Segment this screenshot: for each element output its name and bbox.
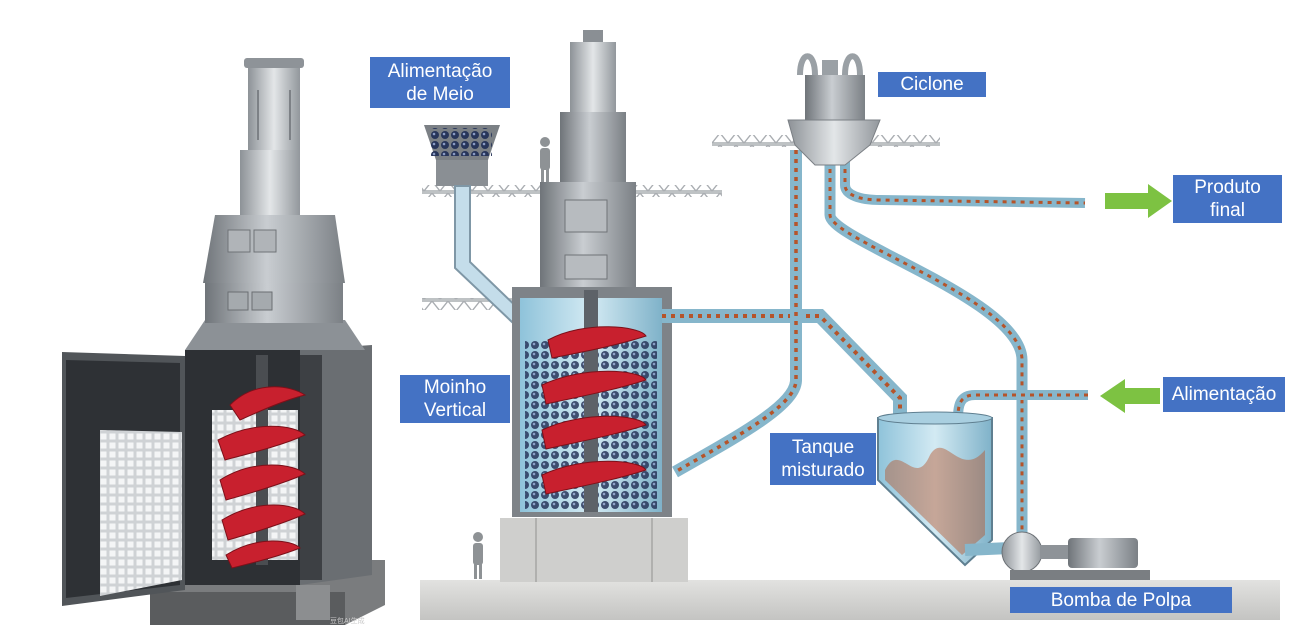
media-feed-hopper [424,125,527,324]
spiral-shaft [256,355,268,565]
mill-motor [248,62,300,150]
slurry-pump [964,531,1150,580]
arrow-feed-in [1100,379,1160,413]
slurry-pipes [662,150,1088,535]
liner-grid-left [100,430,182,596]
label-vertical-mill: Moinho Vertical [400,375,510,423]
flow-arrows [1100,184,1172,413]
arrow-product-out [1105,184,1172,218]
label-final-product: Produto final [1173,175,1282,223]
vertical-mill-tower [512,30,672,517]
label-media-feed: Alimentação de Meio [370,57,510,108]
spiral-agitator [217,386,307,569]
label-mixed-tank: Tanque misturado [770,433,876,485]
cyclone-unit [787,53,881,166]
cyclone-overflow-pipe [840,160,1086,208]
label-slurry-pump: Bomba de Polpa [1010,587,1232,613]
mill-foundation [500,518,688,582]
label-cyclone: Ciclone [878,72,986,97]
label-feed: Alimentação [1163,377,1285,412]
mill-spiral-agitator [541,326,647,495]
scale-figure-person [473,137,550,579]
mill-gearbox-housing [205,283,343,323]
mixed-tank [877,411,993,567]
mill-motor-coupling [240,150,300,215]
watermark: 豆包AI生成 [330,618,365,625]
cutaway-mill-illustration [62,58,385,625]
